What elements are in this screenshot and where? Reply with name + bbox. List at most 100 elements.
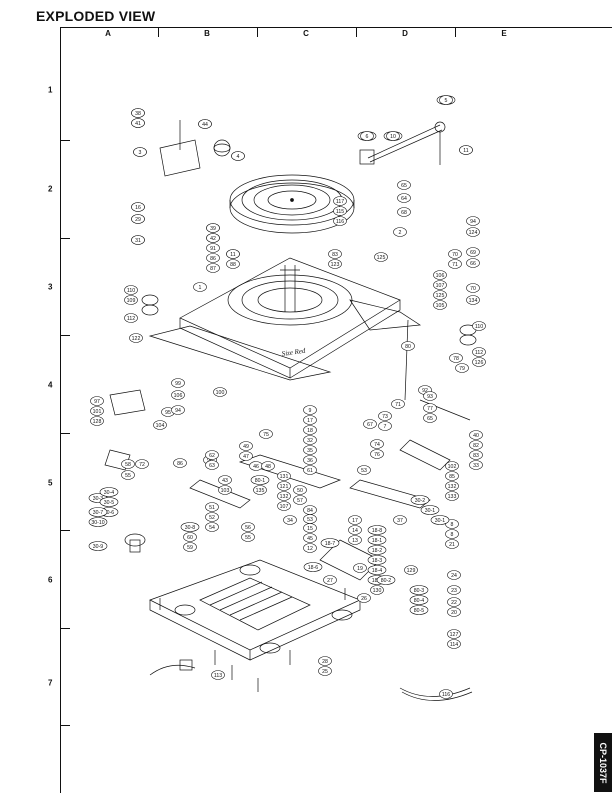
part-callout: 53 [303,514,317,524]
part-callout: 15 [303,523,317,533]
part-callout: 110 [124,285,138,295]
part-callout: 30-1 [420,505,440,515]
part-callout-label: 116 [336,219,344,225]
part-callout-bubble [293,495,307,505]
part-callout: 25 [318,666,332,676]
part-callout-label: 12 [307,546,313,552]
part-callout: 129 [404,565,418,575]
part-callout-label: 80-4 [414,598,424,604]
part-callout-bubble [206,253,220,263]
part-callout: 49 [239,441,253,451]
part-callout-label: 76 [374,452,380,458]
part-callout: 66 [466,258,480,268]
part-callout-bubble [397,193,411,203]
part-callout-bubble [409,585,429,595]
part-callout-bubble [367,535,387,545]
part-callout-label: 64 [401,196,407,202]
part-callout-bubble [205,502,219,512]
part-callout-label: 21 [449,542,455,548]
part-callout-bubble [433,300,447,310]
part-callout-label: 47 [243,454,249,460]
part-callout-bubble [131,235,145,245]
part-callout: 17 [303,415,317,425]
part-callout-label: 82 [473,443,479,449]
part-callout: 18 [303,425,317,435]
part-callout-label: 42 [210,236,216,242]
part-callout: 107 [277,501,291,511]
grid-column-divider [455,27,456,37]
part-callout-label: 110 [475,324,483,330]
part-callout-label: 71 [395,402,401,408]
part-callout-label: 18-2 [372,548,382,554]
part-callout-label: 19 [357,566,363,572]
part-callout: 100 [213,387,227,397]
part-callout-label: 55 [125,473,131,479]
part-callout-bubble [303,562,323,572]
part-callout-bubble [250,475,270,485]
part-callout: 112 [124,313,138,323]
part-callout-label: 71 [452,262,458,268]
part-callout: 59 [183,542,197,552]
part-callout: 121 [277,481,291,491]
part-callout: 21 [445,539,459,549]
part-callout-bubble [445,491,459,501]
part-callout-bubble [205,460,219,470]
part-callout: 61 [303,465,317,475]
part-callout: 17 [348,515,362,525]
part-callout: 22 [447,597,461,607]
part-callout-label: 125 [436,293,445,299]
part-callout-bubble [226,259,240,269]
part-callout-label: 8 [451,532,454,538]
part-callout-label: 83 [332,252,338,258]
part-callout-bubble [303,445,317,455]
power-cord [149,659,196,676]
part-callout-label: 61 [307,468,313,474]
part-callout-bubble [357,465,371,475]
part-callout: 27 [323,575,337,585]
part-callout-label: 53 [307,517,313,523]
part-callout-label: 70 [452,252,458,258]
part-callout: 71 [448,259,462,269]
part-callout: 72 [135,459,149,469]
grid-column-label: A [105,29,111,38]
part-callout: 109 [124,295,138,305]
part-callout: 70 [466,283,480,293]
part-callout: 6 [360,131,374,141]
part-callout-bubble [183,542,197,552]
part-callout: 71 [391,399,405,409]
part-callout-label: 94 [175,408,181,414]
grid-row-label: 2 [48,184,53,194]
part-callout: 18-3 [367,555,387,565]
part-callout: 75 [259,429,273,439]
part-callout-label: 48 [265,464,271,470]
part-callout-label: 43 [222,478,228,484]
part-callout-label: 30-1 [425,508,435,514]
part-callout-label: 85 [449,474,455,480]
part-callout-bubble [367,525,387,535]
part-callout-bubble [303,455,317,465]
part-callout-label: 24 [451,573,457,579]
part-callout-bubble [259,429,273,439]
part-callout-label: 79 [459,366,465,372]
part-callout-label: 83 [473,453,479,459]
part-callout: 14 [348,525,362,535]
part-callout-bubble [447,570,461,580]
part-callout: 60 [183,532,197,542]
part-callout: 52 [205,512,219,522]
part-callout-label: 18 [307,428,313,434]
part-callout-bubble [205,450,219,460]
part-callout: 110 [472,321,486,331]
part-callout: 38 [131,108,145,118]
part-callout-label: 30-9 [93,544,103,550]
part-callout-label: 69 [470,250,476,256]
part-callout-bubble [433,290,447,300]
part-callout-bubble [303,425,317,435]
part-callout: 9 [303,405,317,415]
part-callout-label: 27 [327,578,333,584]
grid-row-divider [60,725,70,726]
part-callout-label: 107 [436,283,445,289]
part-callout-label: 110 [127,288,135,294]
part-callout: 76 [370,449,384,459]
part-callout-label: 102 [448,464,457,470]
part-callout-label: 4 [237,154,240,160]
